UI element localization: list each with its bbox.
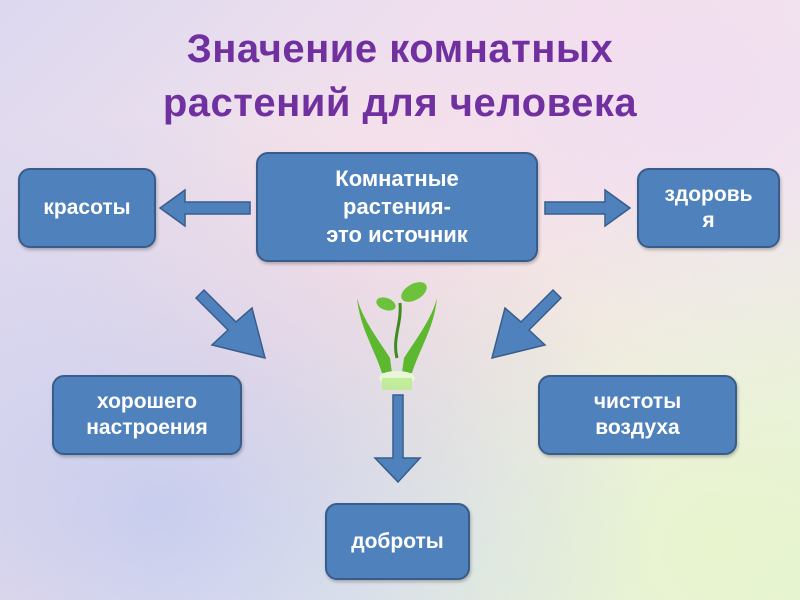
center-box: Комнатные растения- это источник	[256, 152, 538, 262]
node-beauty-label: красоты	[43, 196, 131, 219]
title-line-2: растений для человека	[162, 81, 638, 125]
node-health-line-2: я	[702, 209, 715, 232]
node-kindness: доброты	[325, 503, 470, 580]
slide-title: Значение комнатных растений для человека	[0, 22, 800, 130]
center-line-3: это источник	[326, 222, 468, 247]
arrow-right	[544, 188, 632, 228]
node-kindness-label: доброты	[351, 529, 444, 553]
node-beauty: красоты	[18, 168, 156, 248]
node-mood-line-1: хорошего	[96, 390, 198, 413]
center-line-2: растения-	[343, 194, 451, 219]
node-air: чистоты воздуха	[538, 375, 737, 455]
arrow-down	[373, 394, 422, 484]
center-line-1: Комнатные	[335, 166, 459, 191]
arrow-down-left	[194, 288, 267, 360]
node-health-line-1: здоровь	[664, 183, 753, 206]
node-health: здоровь я	[637, 168, 780, 248]
node-mood-line-2: настроения	[86, 416, 208, 439]
node-air-line-2: воздуха	[595, 416, 680, 439]
title-line-1: Значение комнатных	[186, 27, 614, 71]
node-mood: хорошего настроения	[52, 375, 242, 455]
arrow-left	[158, 188, 251, 228]
node-air-line-1: чистоты	[593, 390, 682, 413]
hands-plant-icon	[357, 282, 437, 390]
arrow-down-right	[490, 288, 563, 360]
